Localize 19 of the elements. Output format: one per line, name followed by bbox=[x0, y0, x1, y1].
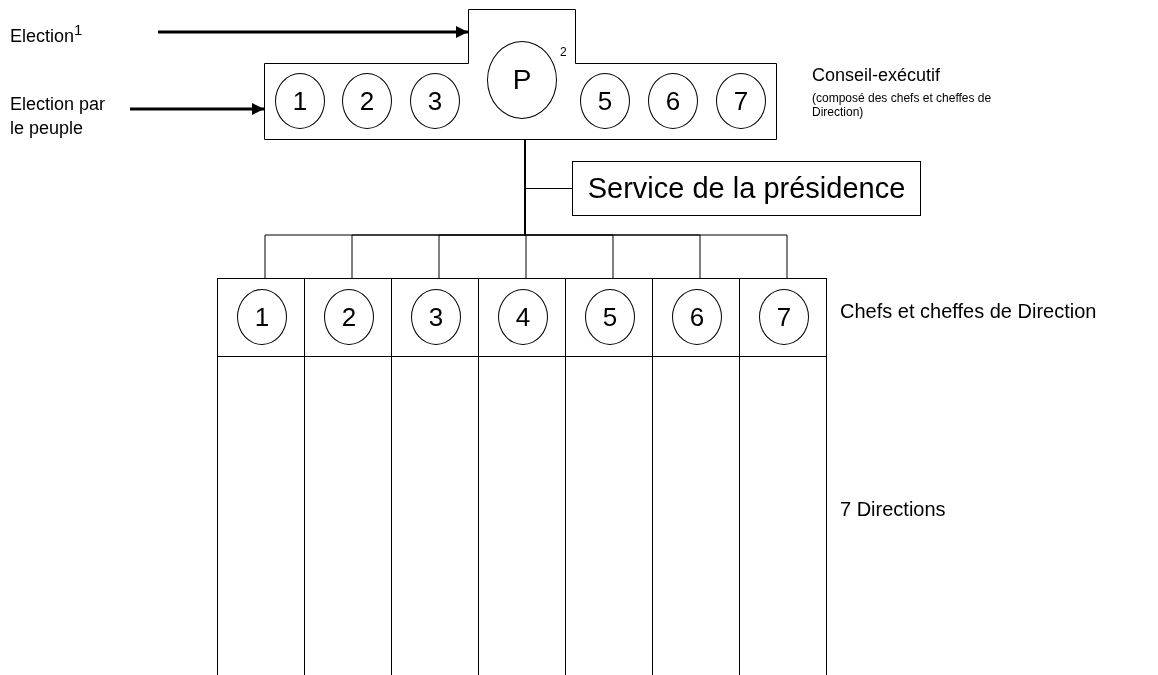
side-label: Chefs et cheffes de Direction bbox=[840, 300, 1097, 323]
number-circle: 2 bbox=[324, 289, 374, 345]
group-heading: Conseil-exécutif bbox=[812, 65, 941, 86]
footnote-mark: 2 bbox=[560, 45, 567, 59]
number-circle: 6 bbox=[672, 289, 722, 345]
process-box: Service de la présidence bbox=[572, 161, 921, 216]
direction-column bbox=[217, 278, 305, 675]
number-circle: 7 bbox=[759, 289, 809, 345]
number-circle: 5 bbox=[585, 289, 635, 345]
group-subheading: (composé des chefs et cheffes de Direction) bbox=[812, 91, 993, 119]
number-circle: 1 bbox=[237, 289, 287, 345]
number-circle: 4 bbox=[498, 289, 548, 345]
label-text: Election par le peuple bbox=[10, 92, 122, 140]
arrow bbox=[158, 26, 468, 38]
number-circle: 3 bbox=[411, 289, 461, 345]
arrow bbox=[130, 103, 264, 115]
side-label: 7 Directions bbox=[840, 498, 946, 521]
label-text: Election$^{1}$ bbox=[10, 18, 150, 46]
direction-column bbox=[739, 278, 827, 675]
